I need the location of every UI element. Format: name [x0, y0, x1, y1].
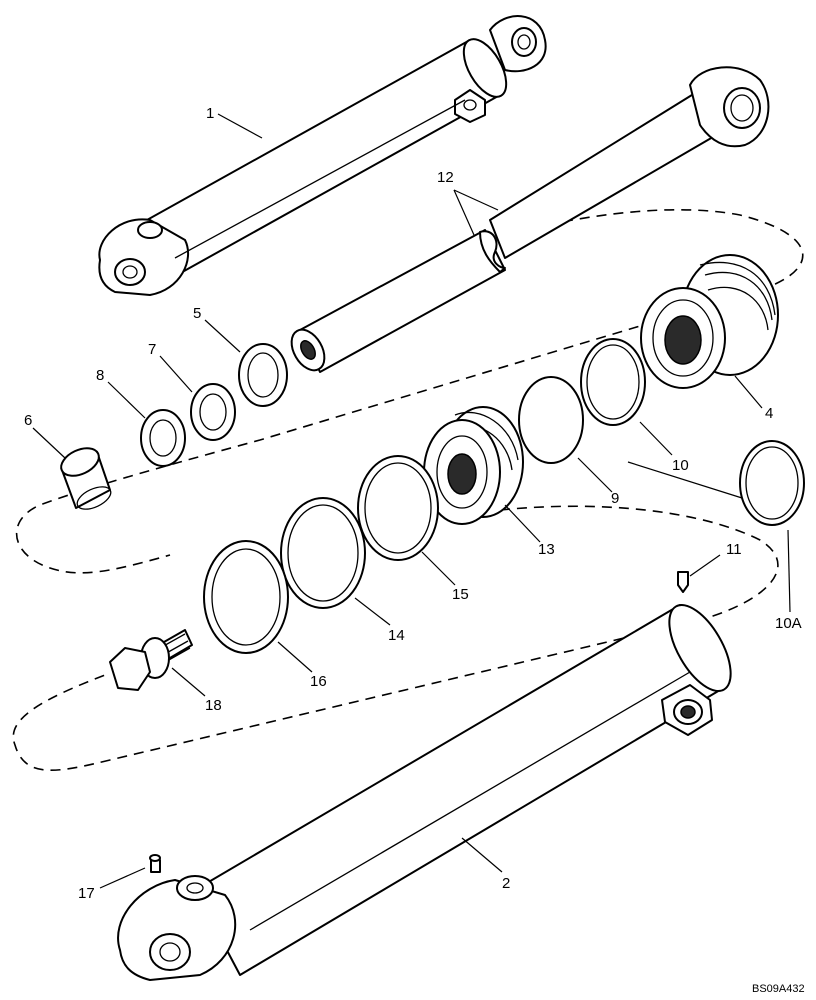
callout-7: 7 — [148, 341, 156, 358]
callout-1: 1 — [206, 105, 214, 122]
part-1-rod-cylinder — [98, 15, 547, 296]
assembly-path-upper — [15, 208, 804, 574]
callout-9: 9 — [611, 490, 619, 507]
part-14-piston-seal — [280, 497, 366, 609]
callout-11: 11 — [726, 541, 742, 558]
callout-13: 13 — [538, 541, 555, 558]
callout-12: 12 — [437, 169, 454, 186]
callout-labels: 1 12 5 7 8 6 4 10 9 10A 13 15 14 16 18 1… — [24, 105, 805, 995]
part-15-wear-ring — [357, 455, 439, 561]
callout-10: 10 — [672, 457, 689, 474]
part-4-gland — [640, 254, 779, 389]
callout-2: 2 — [502, 875, 510, 892]
part-5-ring — [238, 343, 288, 407]
part-2-barrel — [117, 604, 732, 981]
part-16-wear-ring — [203, 540, 289, 654]
callout-6: 6 — [24, 412, 32, 429]
part-10-o-ring — [580, 338, 646, 426]
part-17-grease-fitting — [149, 854, 161, 873]
part-11-fitting — [677, 571, 689, 593]
part-13-piston — [423, 406, 524, 525]
callout-17: 17 — [78, 885, 95, 902]
assembly-path-lower — [12, 505, 779, 771]
callout-16: 16 — [310, 673, 327, 690]
leader-lines — [32, 113, 791, 889]
drawing-code: BS09A432 — [752, 983, 805, 995]
callout-18: 18 — [205, 697, 222, 714]
callout-10a: 10A — [775, 615, 802, 632]
part-9-backup-ring — [518, 376, 584, 464]
callout-8: 8 — [96, 367, 104, 384]
part-12-piston-rod — [290, 66, 770, 373]
callout-15: 15 — [452, 586, 469, 603]
callout-5: 5 — [193, 305, 201, 322]
callout-4: 4 — [765, 405, 773, 422]
callout-14: 14 — [388, 627, 405, 644]
part-18-bolt — [109, 629, 193, 691]
part-8-wiper — [140, 409, 186, 467]
part-10a-o-ring — [739, 440, 805, 526]
part-6-bushing — [60, 447, 112, 510]
part-7-seal — [190, 383, 236, 441]
